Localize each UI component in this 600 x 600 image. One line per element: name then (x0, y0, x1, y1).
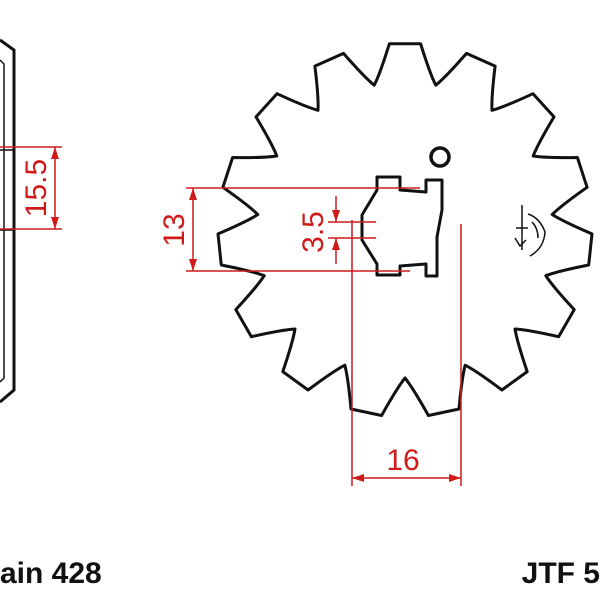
part-number-caption: JTF 5 (522, 557, 600, 590)
side-profile-outline (0, 38, 16, 404)
manufacturer-logo (514, 205, 546, 257)
hub-thickness-label: 15.5 (20, 159, 53, 217)
dimension-arrow (189, 259, 197, 271)
front-sprocket-view (216, 42, 594, 417)
side-profile-view (0, 38, 16, 404)
dimension-arrow (449, 474, 461, 482)
chain-size-caption: ain 428 (0, 557, 102, 590)
sprocket-outline (216, 42, 594, 417)
side-profile-inner-edge (0, 59, 5, 383)
dimension-arrow (189, 188, 197, 200)
dimension-arrow (51, 147, 59, 159)
spline-major-dimension: 13 (158, 187, 420, 272)
spline-width-dimension: 16 (351, 220, 462, 486)
dimension-arrow (332, 238, 340, 250)
hub-thickness-dimension: 15.5 (0, 146, 62, 230)
spline-major-label: 13 (158, 213, 191, 246)
spline-bore (360, 175, 444, 278)
spline-key-label: 3.5 (297, 211, 330, 253)
mounting-hole (429, 146, 451, 168)
dimension-arrow (352, 474, 364, 482)
dimension-arrow (51, 217, 59, 229)
spline-width-label: 16 (386, 444, 419, 477)
dimension-arrow (332, 210, 340, 222)
